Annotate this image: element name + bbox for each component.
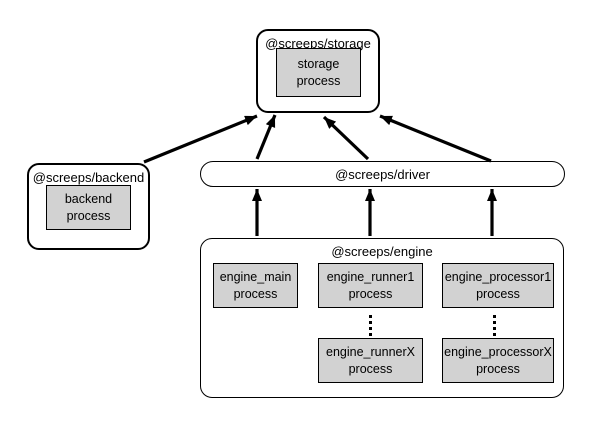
engine-processorX-process-box: engine_processorX process (442, 338, 554, 383)
process-name: engine_runner1 (326, 270, 415, 284)
node-driver-title: @screeps/driver (335, 166, 430, 182)
node-backend: @screeps/backend backend process (27, 163, 150, 250)
process-type: process (476, 361, 520, 376)
storage-process-box: storage process (276, 48, 361, 97)
process-type: process (233, 286, 278, 301)
edge-backend-to-storage (143, 114, 258, 164)
process-type: process (348, 286, 393, 301)
node-backend-title: @screeps/backend (32, 170, 145, 185)
process-name: engine_main (219, 270, 292, 284)
node-storage: @screeps/storage storage process (256, 29, 380, 113)
engine-runner1-process-box: engine_runner1 process (318, 263, 423, 308)
process-type: process (476, 286, 520, 301)
process-name: engine_runnerX (326, 345, 415, 359)
engine-runnerX-process-box: engine_runnerX process (318, 338, 423, 383)
process-name: backend (64, 192, 113, 206)
node-engine-title: @screeps/engine (331, 244, 433, 259)
edge-driver-to-storage-right (379, 114, 492, 163)
process-name: storage (297, 57, 340, 71)
edge-driver-to-storage-left (255, 114, 277, 160)
node-engine: @screeps/engine engine_main process engi… (200, 238, 564, 398)
backend-process-box: backend process (46, 185, 131, 230)
process-name: engine_processor1 (444, 270, 552, 284)
node-storage-title: @screeps/storage (265, 36, 371, 51)
edge-driver-to-storage-mid (322, 115, 370, 161)
process-type: process (66, 208, 111, 223)
vertical-ellipsis-processor-icon (493, 315, 496, 336)
process-type: process (348, 361, 393, 376)
node-driver: @screeps/driver (200, 161, 565, 187)
vertical-ellipsis-runner-icon (369, 315, 372, 336)
process-type: process (296, 73, 341, 88)
process-name: engine_processorX (444, 345, 552, 359)
engine-processor1-process-box: engine_processor1 process (442, 263, 554, 308)
engine-main-process-box: engine_main process (213, 263, 298, 308)
